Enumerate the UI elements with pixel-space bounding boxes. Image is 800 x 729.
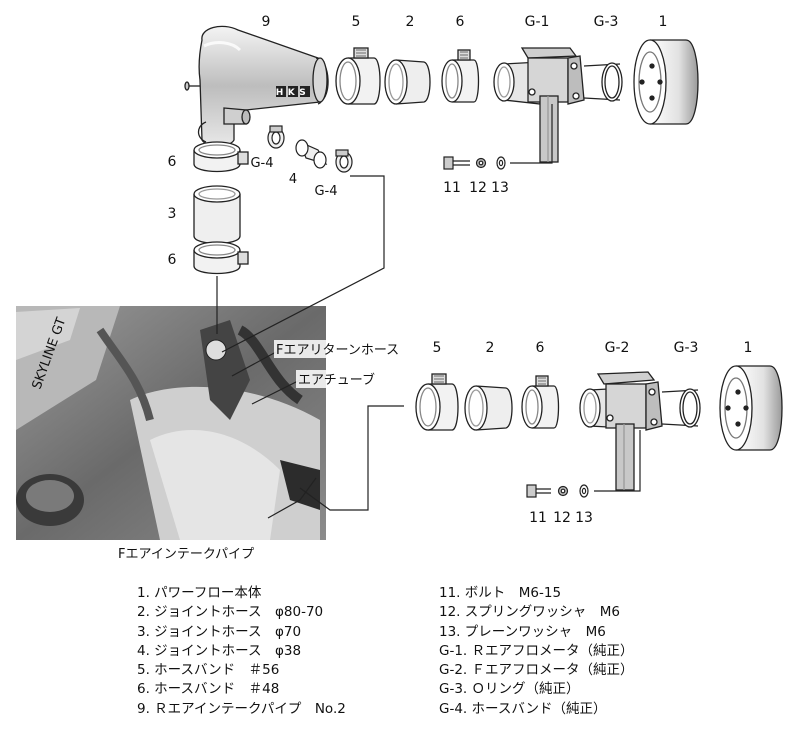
air-tube-label: エアチューブ bbox=[298, 372, 375, 388]
hose-clamp-6-left-top bbox=[193, 141, 249, 173]
intake-pipe-part-9 bbox=[184, 25, 329, 147]
intake-pipe-label: Fエアインテークパイプ bbox=[118, 547, 254, 562]
hose-clamp-6-left-bottom bbox=[193, 241, 249, 275]
hose-clamp-5-mid bbox=[415, 373, 459, 431]
part-number-label: G-1 bbox=[525, 14, 550, 30]
o-ring-g3-top bbox=[583, 62, 623, 102]
hardware-top-numbers: 11 12 13 bbox=[443, 180, 509, 196]
legend-item: 6. ホースバンド ＃48 bbox=[137, 681, 280, 698]
hardware-top bbox=[443, 104, 553, 170]
hose-band-g4-b bbox=[335, 149, 353, 173]
legend-item: 11. ボルト M6-15 bbox=[439, 585, 562, 601]
part-number-label: G-3 bbox=[674, 340, 699, 356]
part-number-label: G-4 bbox=[250, 156, 273, 171]
power-flow-filter-1-top bbox=[633, 39, 699, 125]
part-number-label: 5 bbox=[433, 340, 442, 356]
hose-clamp-6-top bbox=[441, 49, 480, 103]
left-stack-numbers: 6 3 6 bbox=[168, 154, 177, 268]
joint-hose-2-top bbox=[384, 59, 431, 105]
engine-photo: SKYLINE GT bbox=[16, 306, 326, 540]
hose-clamp-6-mid bbox=[521, 375, 560, 429]
part-number-label: 6 bbox=[168, 252, 177, 268]
return-hose-label: Fエアリターンホース bbox=[276, 343, 399, 358]
part-number-label: 11 bbox=[443, 180, 461, 196]
legend-item: 3. ジョイントホース φ70 bbox=[137, 623, 302, 640]
leader-lines bbox=[216, 175, 404, 519]
part-number-label: 1 bbox=[659, 14, 668, 30]
parts-legend-right: 11. ボルト M6-15 12. スプリングワッシャ M6 13. プレーンワ… bbox=[439, 584, 634, 719]
part-number-label: 6 bbox=[168, 154, 177, 170]
air-flow-meter-g1 bbox=[493, 47, 585, 163]
legend-item: G-3. Ｏリング（純正） bbox=[439, 681, 580, 698]
parts-legend-left: 1. パワーフロー本体 2. ジョイントホース φ80-70 3. ジョイントホ… bbox=[137, 584, 346, 719]
joint-hose-4 bbox=[295, 139, 328, 169]
legend-item: 13. プレーンワッシャ M6 bbox=[439, 623, 606, 640]
joint-hose-3 bbox=[193, 185, 241, 245]
hose-clamp-5-top bbox=[335, 47, 381, 105]
part-number-label: 13 bbox=[575, 510, 593, 526]
legend-item: 1. パワーフロー本体 bbox=[137, 585, 262, 601]
part-number-label: 2 bbox=[486, 340, 495, 356]
legend-item: G-1. Ｒエアフロメータ（純正） bbox=[439, 642, 634, 659]
part-number-label: 6 bbox=[456, 14, 465, 30]
part-number-label: 9 bbox=[262, 14, 271, 30]
part-number-label: 11 bbox=[529, 510, 547, 526]
legend-item: G-2. Ｆエアフロメータ（純正） bbox=[439, 662, 634, 679]
photo-labels: Fエアリターンホース エアチューブ Fエアインテークパイプ bbox=[118, 340, 424, 562]
hardware-mid bbox=[526, 430, 641, 498]
hose-band-g4-a bbox=[267, 125, 285, 149]
power-flow-filter-1-mid bbox=[719, 365, 783, 451]
air-flow-meter-g2 bbox=[579, 371, 663, 491]
top-row-numbers: 9 5 2 6 G-1 G-3 1 bbox=[262, 14, 668, 30]
middle-row-numbers: 5 2 6 G-2 G-3 1 bbox=[433, 340, 753, 356]
legend-item: 5. ホースバンド ＃56 bbox=[137, 662, 280, 679]
part-number-label: G-3 bbox=[594, 14, 619, 30]
hardware-mid-numbers: 11 12 13 bbox=[529, 510, 593, 526]
part-number-label: G-2 bbox=[605, 340, 630, 356]
legend-item: G-4. ホースバンド（純正） bbox=[439, 700, 607, 717]
part-number-label: 13 bbox=[491, 180, 509, 196]
part-number-label: 1 bbox=[744, 340, 753, 356]
o-ring-g3-mid bbox=[661, 388, 701, 428]
legend-item: 2. ジョイントホース φ80-70 bbox=[137, 604, 324, 621]
legend-item: 9. Ｒエアインテークパイプ No.2 bbox=[137, 700, 346, 717]
part-number-label: 2 bbox=[406, 14, 415, 30]
part-number-label: 5 bbox=[352, 14, 361, 30]
legend-item: 12. スプリングワッシャ M6 bbox=[439, 604, 620, 621]
joint-hose-2-mid bbox=[464, 385, 513, 431]
part-number-label: 4 bbox=[289, 172, 297, 187]
hks-logo: HKS bbox=[276, 86, 311, 98]
part-number-label: 6 bbox=[536, 340, 545, 356]
part-number-label: 12 bbox=[469, 180, 487, 196]
legend-item: 4. ジョイントホース φ38 bbox=[137, 642, 302, 659]
part-number-label: 12 bbox=[553, 510, 571, 526]
hks-logo-text: HKS bbox=[276, 88, 311, 98]
part-number-label: G-4 bbox=[314, 184, 337, 199]
part-number-label: 3 bbox=[168, 206, 177, 222]
small-part-numbers: G-4 4 G-4 bbox=[250, 156, 337, 199]
